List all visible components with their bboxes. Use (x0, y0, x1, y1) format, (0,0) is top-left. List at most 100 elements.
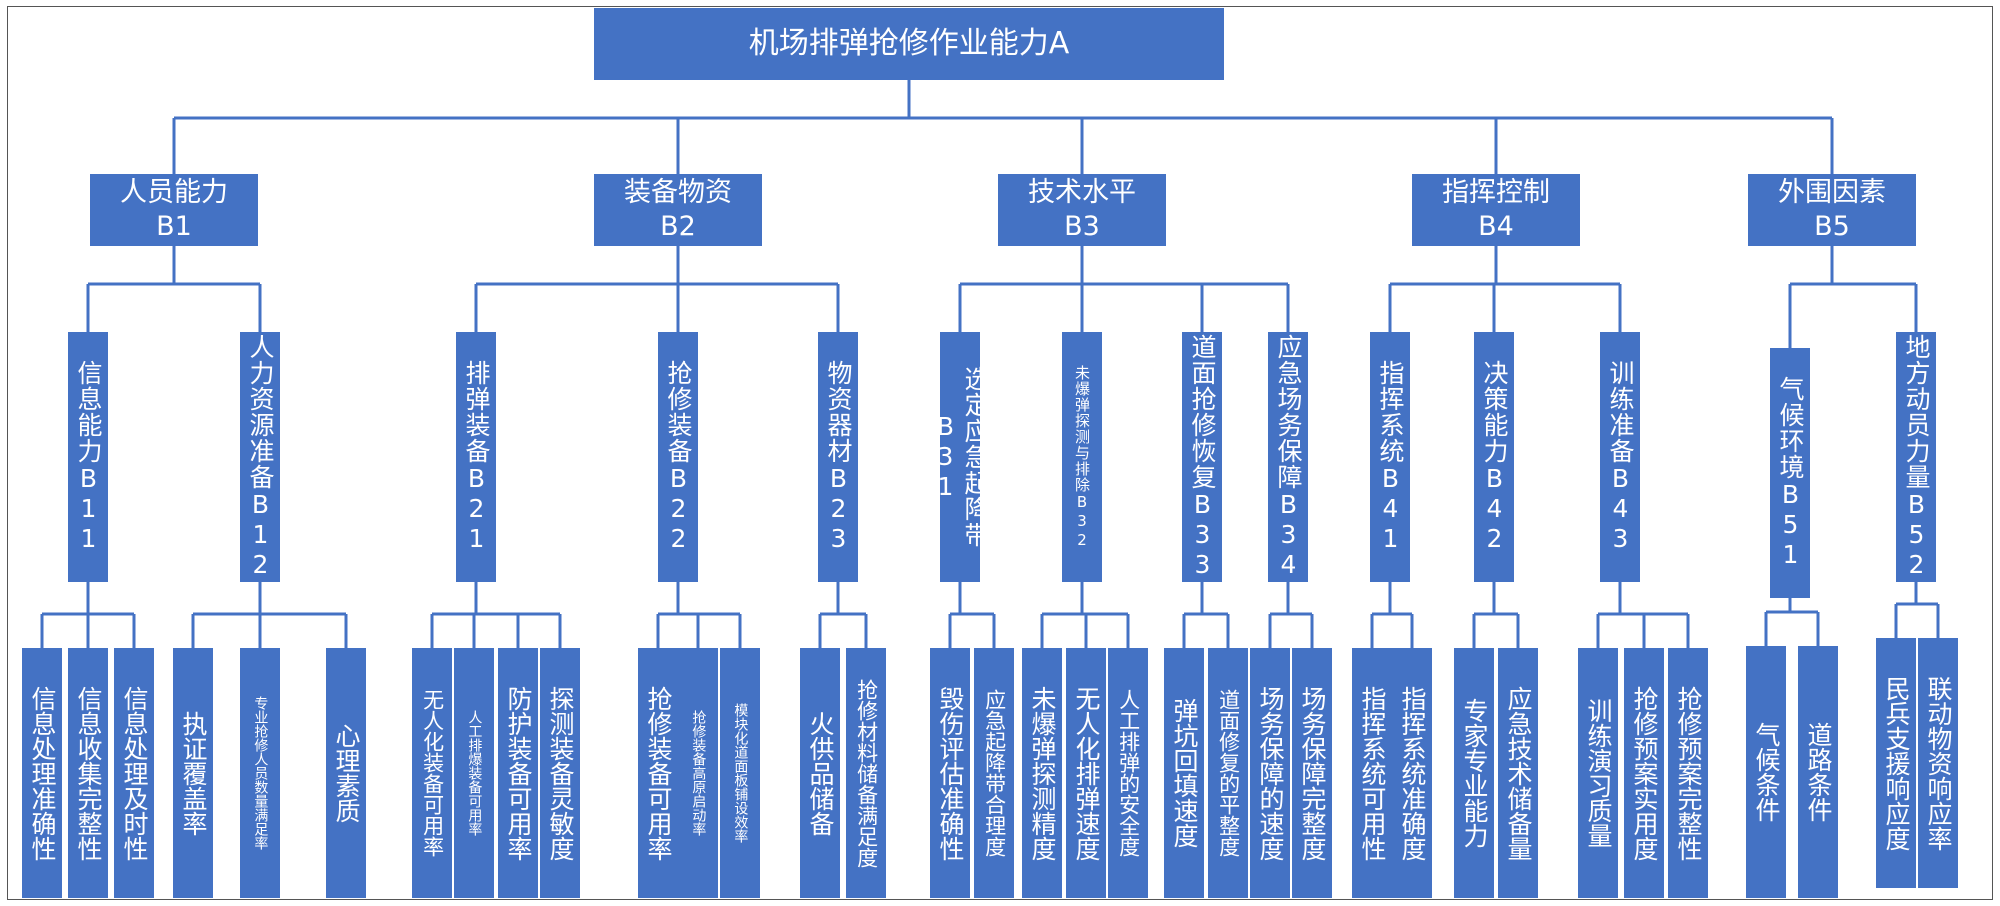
level2-label: 抢修装备B22 (664, 360, 693, 554)
level3-label: 应急起降带合理度 (982, 689, 1007, 857)
level3-label: 指挥系统准确度 (1398, 685, 1427, 861)
level3-node-14: 火供品储备 (800, 648, 840, 898)
level3-node-19: 无人化排弹速度 (1066, 648, 1106, 898)
level3-node-10: 探测装备灵敏度 (540, 648, 580, 898)
level3-label: 指挥系统可用性 (1358, 685, 1387, 861)
level1-label: 指挥控制 (1442, 177, 1550, 209)
level3-node-33: 道路条件 (1798, 646, 1838, 898)
level1-code: B2 (660, 211, 696, 242)
level2-label: 气候环境B51 (1776, 376, 1805, 570)
root-label: 机场排弹抢修作业能力A (748, 26, 1070, 61)
level2-label: 决策能力B42 (1480, 360, 1509, 554)
level1-code: B1 (156, 211, 192, 242)
level2-node-9: 应急场务保障B34 (1268, 332, 1308, 582)
level3-node-9: 防护装备可用率 (498, 648, 538, 898)
level3-label: 道路条件 (1804, 722, 1833, 822)
level3-node-22: 道面修复的平整度 (1208, 648, 1248, 898)
level2-label: 地方动员力量B52 (1902, 334, 1931, 580)
level2-label: 人力资源准备B12 (246, 334, 275, 580)
level3-node-5: 专业抢修人员数量满足率 (240, 648, 280, 898)
level3-label: 道面修复的平整度 (1216, 689, 1241, 857)
level3-label: 应急技术储备量 (1504, 685, 1533, 861)
level1-code: B5 (1814, 211, 1850, 242)
level3-node-2: 信息收集完整性 (68, 648, 108, 898)
level3-label: 专家专业能力 (1460, 698, 1489, 848)
level3-node-34: 民兵支援响应度 (1876, 638, 1916, 888)
level3-node-24: 场务保障完整度 (1292, 648, 1332, 898)
level1-label: 外围因素 (1778, 177, 1886, 209)
level3-label: 场务保障完整度 (1298, 685, 1327, 861)
level3-label: 人工排爆装备可用率 (466, 710, 483, 836)
level1-label: 装备物资 (624, 177, 732, 209)
level3-node-23: 场务保障的速度 (1250, 648, 1290, 898)
level3-node-7: 无人化装备可用率 (412, 648, 452, 898)
level2-node-7: 未爆弹探测与排除B32 (1062, 332, 1102, 582)
level3-node-35: 联动物资响应率 (1918, 638, 1958, 888)
level3-label: 弹坑回填速度 (1170, 698, 1199, 848)
level1-label: 人员能力 (120, 177, 228, 209)
level3-node-18: 未爆弹探测精度 (1022, 648, 1062, 898)
level3-label: 抢修预案完整性 (1674, 685, 1703, 861)
level3-label: 抢修装备高原启动率 (690, 710, 707, 836)
level3-label: 探测装备灵敏度 (546, 685, 575, 861)
level3-node-25: 指挥系统可用性 (1352, 648, 1392, 898)
level2-node-3: 排弹装备B21 (456, 332, 496, 582)
level3-label: 人工排弹的安全度 (1116, 689, 1141, 857)
level2-node-4: 抢修装备B22 (658, 332, 698, 582)
level3-label: 抢修预案实用度 (1630, 685, 1659, 861)
level2-node-1: 信息能力B11 (68, 332, 108, 582)
level3-label: 抢修材料储备满足度 (854, 678, 879, 868)
level1-code: B4 (1478, 211, 1514, 242)
level3-node-21: 弹坑回填速度 (1164, 648, 1204, 898)
level3-label: 执证覆盖率 (179, 710, 208, 836)
level3-label: 防护装备可用率 (504, 685, 533, 861)
level2-label: 道面抢修恢复B33 (1188, 334, 1217, 580)
level3-label: 民兵支援响应度 (1882, 675, 1911, 851)
level2-label: 应急场务保障B34 (1274, 334, 1303, 580)
level3-node-31: 抢修预案完整性 (1668, 648, 1708, 898)
level3-node-15: 抢修材料储备满足度 (846, 648, 886, 898)
level3-node-32: 气候条件 (1746, 646, 1786, 898)
level3-label: 心理素质 (332, 723, 361, 823)
level3-node-8: 人工排爆装备可用率 (454, 648, 494, 898)
level3-node-13: 模块化道面板铺设效率 (720, 648, 760, 898)
level3-node-11: 抢修装备可用率 (638, 648, 678, 898)
level1-label: 技术水平 (1028, 177, 1136, 209)
level2-node-10: 指挥系统B41 (1370, 332, 1410, 582)
level3-node-29: 训练演习质量 (1578, 648, 1618, 898)
level3-node-17: 应急起降带合理度 (974, 648, 1014, 898)
level3-node-30: 抢修预案实用度 (1624, 648, 1664, 898)
level3-node-3: 信息处理及时性 (114, 648, 154, 898)
level2-label: 训练准备B43 (1606, 360, 1635, 554)
level3-label: 模块化道面板铺设效率 (732, 703, 749, 843)
level3-node-28: 应急技术储备量 (1498, 648, 1538, 898)
level2-node-12: 训练准备B43 (1600, 332, 1640, 582)
root-node: 机场排弹抢修作业能力A (594, 8, 1224, 80)
level3-label: 场务保障的速度 (1256, 685, 1285, 861)
level3-node-20: 人工排弹的安全度 (1108, 648, 1148, 898)
level3-label: 专业抢修人员数量满足率 (252, 696, 269, 850)
level3-label: 未爆弹探测精度 (1028, 685, 1057, 861)
level3-node-1: 信息处理准确性 (22, 648, 62, 898)
level2-label: 指挥系统B41 (1376, 360, 1405, 554)
level3-node-16: 毁伤评估准确性 (930, 648, 970, 898)
level3-node-6: 心理素质 (326, 648, 366, 898)
diagram-frame (7, 6, 1993, 900)
level3-label: 无人化排弹速度 (1072, 685, 1101, 861)
level2-node-11: 决策能力B42 (1474, 332, 1514, 582)
level2-node-2: 人力资源准备B12 (240, 332, 280, 582)
level3-label: 信息处理准确性 (28, 685, 57, 861)
level3-label: 训练演习质量 (1584, 698, 1613, 848)
level2-label: 排弹装备B21 (462, 360, 491, 554)
level2-label: 信息能力B11 (74, 360, 103, 554)
level3-label: 联动物资响应率 (1924, 675, 1953, 851)
level2-label: 选定应急起降带B31 (931, 366, 990, 548)
level3-node-4: 执证覆盖率 (173, 648, 213, 898)
level2-node-5: 物资器材B23 (818, 332, 858, 582)
level3-label: 毁伤评估准确性 (936, 685, 965, 861)
